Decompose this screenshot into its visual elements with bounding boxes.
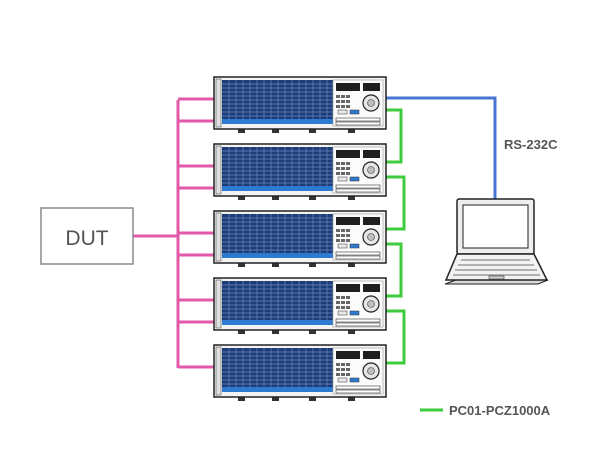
dut-label: DUT	[65, 227, 108, 250]
link-cable	[386, 309, 406, 365]
link-cable-chain	[386, 108, 406, 365]
link-cable	[386, 242, 403, 298]
legend: PC01-PCZ1000A	[420, 403, 551, 418]
electronic-load-unit	[213, 143, 387, 200]
dut-box: DUT	[40, 207, 134, 265]
laptop-icon	[444, 198, 549, 285]
electronic-load-unit	[213, 210, 387, 267]
electronic-load-stack	[213, 76, 387, 401]
rs232c-cable	[386, 96, 497, 203]
legend-label: PC01-PCZ1000A	[449, 403, 551, 418]
electronic-load-unit	[213, 76, 387, 133]
link-cable	[386, 108, 403, 164]
electronic-load-unit	[213, 277, 387, 334]
rs232c-label: RS-232C	[504, 137, 558, 152]
power-wiring	[133, 97, 214, 369]
electronic-load-unit	[213, 344, 387, 401]
link-cable	[386, 175, 406, 231]
